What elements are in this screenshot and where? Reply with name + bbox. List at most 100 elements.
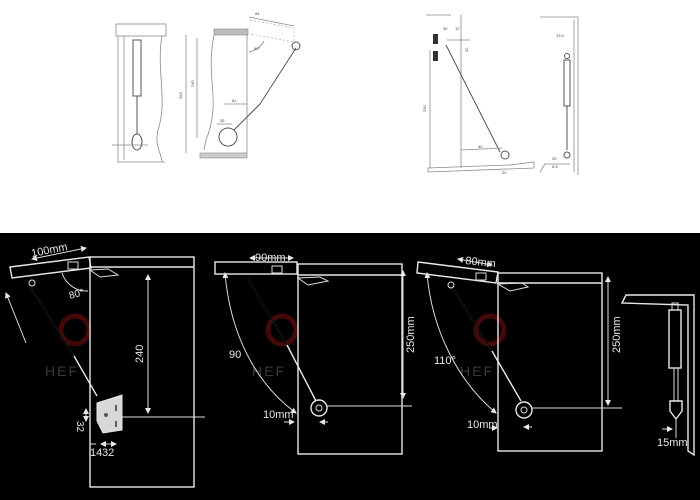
width-label: 90mm: [255, 252, 286, 264]
gas-spring-cylinder: [259, 47, 297, 105]
cabinet-body: [497, 272, 603, 452]
width-label: 80mm: [465, 255, 497, 270]
top-drawings-svg: 84 80° 264 245 81 35 30 12 32 200 40 20: [112, 11, 579, 175]
dimension-40-line: [460, 147, 503, 151]
gas-spring-cylinder: [668, 309, 682, 369]
gas-spring-rod: [491, 350, 522, 402]
opening-arc: [222, 272, 297, 414]
height-label: 250mm: [611, 316, 623, 353]
gas-spring-cylinder: [563, 59, 571, 107]
cabinet-side-wall: [117, 36, 165, 163]
hinge-plate: [271, 265, 283, 274]
gas-spring-rod: [73, 355, 98, 397]
dim-label-b-5: 20: [502, 170, 507, 175]
angle-arc: [248, 40, 265, 53]
gas-spring-rod: [233, 103, 261, 131]
mounting-bracket: [96, 394, 123, 434]
dim-label-a-1: 80°: [254, 46, 260, 51]
dim-label-a-4: 81: [232, 98, 237, 103]
dim-label-a-2: 264: [178, 92, 183, 99]
offset-label: 10mm: [467, 419, 498, 431]
top-technical-drawings: 84 80° 264 245 81 35 30 12 32 200 40 20: [0, 0, 700, 233]
diagram-c-closed-side-view: 13.5 20 6.5: [539, 16, 579, 175]
dim-label-b-0: 30: [443, 26, 448, 31]
cabinet-body: [297, 263, 403, 455]
upper-pivot: [291, 41, 301, 51]
watermark-logo: [473, 313, 507, 347]
upper-pivot: [564, 53, 570, 59]
bottom-drawings-svg: HEF 100mm 80° 240 32 14: [5, 241, 695, 488]
hinge-arm: [88, 268, 120, 278]
dim-label-b-3: 200: [422, 105, 427, 112]
lower-mount-pivot: [520, 406, 528, 414]
cabinet-body: [89, 256, 195, 488]
diagram-2-90-degree: HEF 90mm 90 250mm 10mm: [214, 252, 417, 455]
watermark-logo: [58, 313, 92, 347]
lid-open-panel: [9, 256, 92, 279]
dim-label-b-2: 32: [464, 47, 469, 52]
angle-label: 80°: [68, 287, 85, 302]
lower-mount: [669, 400, 683, 421]
width-dimension-line: [31, 246, 87, 261]
width-label: 100mm: [30, 241, 68, 260]
bracket-height-label: 32: [74, 421, 85, 433]
opening-arc: [5, 292, 27, 344]
gas-spring-strut: [445, 44, 501, 153]
upper-pivot: [671, 302, 679, 311]
width-dimension-line: [457, 256, 493, 268]
cabinet-outline: [540, 16, 579, 175]
cabinet-bottom-hatched: [199, 152, 248, 159]
cabinet-break-line: [156, 35, 163, 163]
height-label: 240: [134, 345, 146, 363]
watermark-text: HEF: [45, 363, 79, 379]
offset-label-b: 32: [102, 447, 114, 459]
hinge-plate: [67, 261, 79, 270]
upper-pivot: [28, 279, 36, 287]
dim-label-a-0: 84: [255, 11, 260, 16]
dim-label-c-0: 13.5: [556, 33, 565, 38]
angle-arc: [61, 272, 89, 292]
dimension-84-line: [248, 16, 295, 27]
cabinet-side-outline: [620, 294, 695, 457]
cabinet-top-hatched: [213, 28, 249, 36]
dim-label-c-1: 20: [552, 156, 557, 161]
cabinet-break-line: [203, 34, 215, 151]
hinge-block-upper: [433, 34, 438, 44]
bottom-installation-diagrams: HEF 100mm 80° 240 32 14: [0, 233, 700, 500]
lower-mount: [500, 150, 510, 160]
door-bottom: [539, 163, 570, 173]
gas-spring-cylinder-inner: [28, 284, 75, 357]
angle-label: 90: [229, 349, 241, 361]
dim-label-b-4: 40: [478, 144, 483, 149]
gas-spring-rod: [286, 344, 317, 402]
dim-label-b-1: 12: [455, 26, 460, 31]
height-label: 250mm: [405, 316, 417, 353]
dim-label-a-3: 245: [190, 80, 195, 87]
lower-mount: [310, 399, 328, 417]
hinge-block-lower: [433, 51, 438, 61]
lower-mount: [563, 151, 571, 159]
diagram-a-closed-side-view: [112, 23, 167, 163]
offset-label: 15mm: [657, 437, 688, 449]
lower-mount: [515, 401, 533, 419]
gas-spring-mount: [131, 133, 143, 151]
diagram-1-80-degree: HEF 100mm 80° 240 32 14: [5, 241, 205, 488]
opening-arc: [424, 272, 497, 414]
bracket-pivot: [104, 413, 108, 417]
dim-label-c-2: 6.5: [552, 164, 558, 169]
diagram-3-110-degree: HEF 80mm 110° 250mm 10mm: [416, 255, 623, 452]
offset-label-a: 14: [90, 447, 102, 459]
watermark-text: HEF: [460, 363, 494, 379]
dim-label-a-5: 35: [220, 118, 225, 123]
hinge-arm: [496, 282, 530, 292]
lower-mount: [218, 127, 238, 147]
diagram-4-closed-side-view: 15mm: [620, 294, 695, 457]
angle-label: 110°: [434, 355, 456, 367]
hinge-arm: [296, 276, 330, 286]
lower-mount-pivot: [315, 404, 323, 412]
offset-label: 10mm: [263, 409, 294, 421]
diagram-a-open-view: 84 80° 264 245 81 35: [178, 11, 301, 159]
cabinet-top-panel: [115, 23, 167, 37]
diagram-b-open-view: 30 12 32 200 40 20: [422, 14, 535, 175]
lid-open-outline: [249, 19, 295, 43]
